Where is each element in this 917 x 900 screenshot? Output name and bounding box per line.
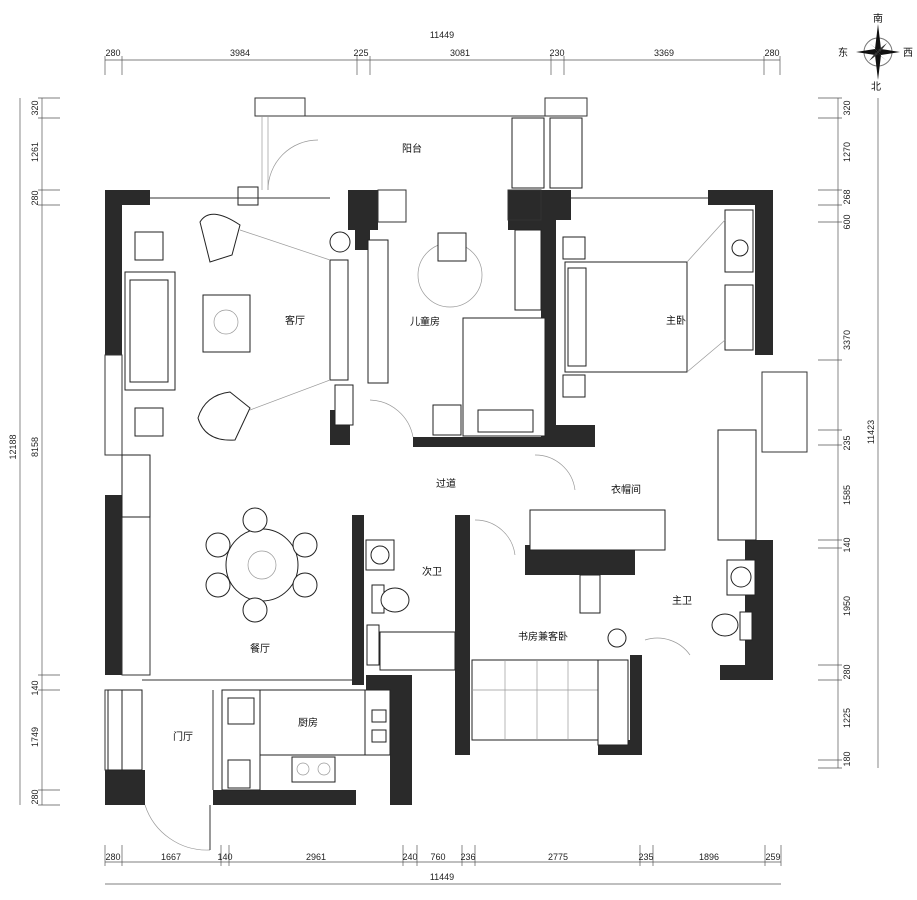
dim-bottom: 235 bbox=[638, 852, 653, 862]
dim-top: 3369 bbox=[654, 48, 674, 58]
room-label-study-guest-room: 书房兼客卧 bbox=[518, 630, 568, 643]
dim-left: 140 bbox=[30, 680, 40, 695]
secondary-bath-fixtures bbox=[365, 539, 456, 671]
dim-bottom: 1667 bbox=[161, 852, 181, 862]
dim-bottom: 2775 bbox=[548, 852, 568, 862]
room-label-living-room: 客厅 bbox=[285, 314, 305, 327]
balcony-outline bbox=[237, 97, 588, 206]
room-label-balcony: 阳台 bbox=[402, 142, 422, 155]
dim-left: 1749 bbox=[30, 727, 40, 747]
master-bed bbox=[562, 209, 757, 541]
dim-left-total: 12188 bbox=[8, 434, 18, 459]
dim-bottom: 2961 bbox=[306, 852, 326, 862]
room-label-master-bedroom: 主卧 bbox=[666, 314, 686, 327]
kids-room-furniture bbox=[334, 229, 546, 438]
compass-south: 南 bbox=[873, 12, 883, 25]
dim-right: 180 bbox=[842, 751, 852, 766]
living-room-furniture bbox=[124, 213, 351, 441]
dim-top-total: 11449 bbox=[430, 30, 454, 40]
dim-right-total: 11423 bbox=[866, 420, 876, 444]
closet-cabinets bbox=[529, 454, 666, 614]
room-label-walk-in-closet: 衣帽间 bbox=[611, 483, 641, 496]
dim-top: 3081 bbox=[450, 48, 470, 58]
dim-left: 280 bbox=[30, 789, 40, 804]
master-bath-fixtures bbox=[644, 559, 756, 656]
dim-right: 268 bbox=[842, 189, 852, 204]
compass-west: 西 bbox=[903, 48, 913, 59]
dim-left: 320 bbox=[30, 100, 40, 115]
dim-top: 230 bbox=[549, 48, 564, 58]
dim-top: 280 bbox=[105, 48, 120, 58]
dim-bottom: 280 bbox=[105, 852, 120, 862]
study-furniture bbox=[471, 519, 629, 746]
dim-bottom: 760 bbox=[430, 852, 445, 862]
dim-right: 1270 bbox=[842, 142, 852, 162]
dim-right: 1585 bbox=[842, 485, 852, 505]
kitchen-fixtures bbox=[221, 689, 391, 791]
dim-bottom: 1896 bbox=[699, 852, 719, 862]
compass-east: 东 bbox=[838, 46, 848, 59]
dimension-lines bbox=[19, 56, 879, 885]
dim-top: 225 bbox=[353, 48, 368, 58]
dim-right: 280 bbox=[842, 664, 852, 679]
dim-bottom: 240 bbox=[402, 852, 417, 862]
room-label-dining-room: 餐厅 bbox=[250, 642, 270, 655]
dim-left: 280 bbox=[30, 190, 40, 205]
compass-icon bbox=[856, 24, 900, 80]
dim-bottom: 259 bbox=[765, 852, 780, 862]
dining-table bbox=[121, 454, 318, 623]
room-label-master-bath: 主卫 bbox=[672, 595, 692, 607]
dim-top: 280 bbox=[764, 48, 779, 58]
dim-top: 3984 bbox=[230, 48, 250, 58]
dim-right: 140 bbox=[842, 537, 852, 552]
dim-bottom-total: 11449 bbox=[430, 872, 454, 882]
room-label-kitchen: 厨房 bbox=[298, 716, 318, 729]
dim-right: 320 bbox=[842, 100, 852, 115]
compass-north: 北 bbox=[871, 81, 881, 93]
room-label-corridor: 过道 bbox=[436, 477, 456, 490]
dim-right: 1950 bbox=[842, 596, 852, 616]
dim-right: 3370 bbox=[842, 330, 852, 350]
dim-right: 600 bbox=[842, 214, 852, 229]
room-label-foyer: 门厅 bbox=[173, 730, 193, 743]
dim-left: 8158 bbox=[30, 437, 40, 457]
walls bbox=[104, 189, 808, 805]
dim-bottom: 236 bbox=[460, 852, 475, 862]
dim-bottom: 140 bbox=[217, 852, 232, 862]
dim-left: 1261 bbox=[30, 142, 40, 162]
dim-right: 235 bbox=[842, 435, 852, 450]
dim-right: 1225 bbox=[842, 708, 852, 728]
room-label-secondary-bath: 次卫 bbox=[422, 565, 442, 578]
foyer-fixtures bbox=[107, 679, 352, 851]
room-label-kids-room: 儿童房 bbox=[410, 315, 440, 328]
